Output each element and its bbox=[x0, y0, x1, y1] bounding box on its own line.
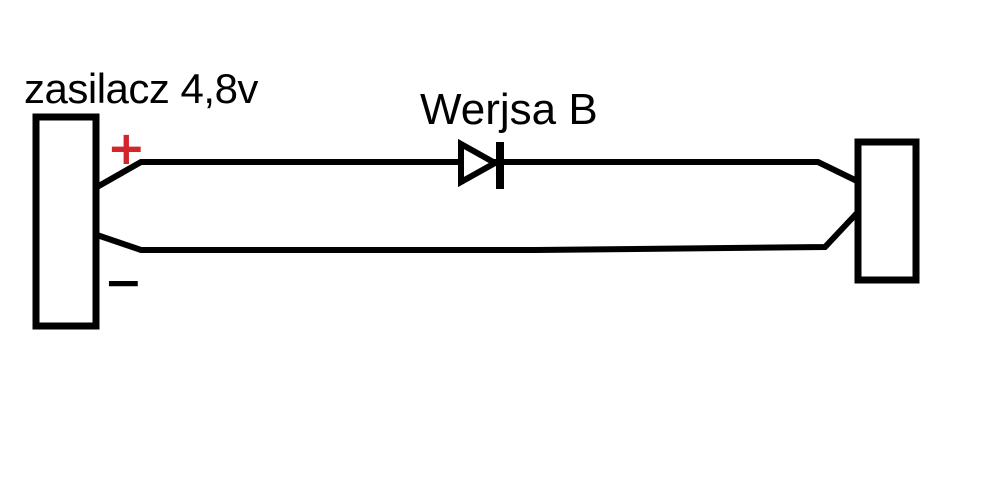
load-box bbox=[854, 138, 920, 284]
diode-triangle bbox=[458, 138, 502, 188]
version-label: Werjsa B bbox=[420, 85, 598, 134]
power-supply-box bbox=[32, 113, 100, 330]
diode-icon bbox=[458, 138, 504, 189]
negative-terminal-symbol: − bbox=[104, 255, 143, 309]
negative-wire bbox=[96, 210, 860, 253]
power-supply-label: zasilacz 4,8v bbox=[24, 65, 258, 112]
positive-terminal-symbol: + bbox=[107, 121, 146, 175]
